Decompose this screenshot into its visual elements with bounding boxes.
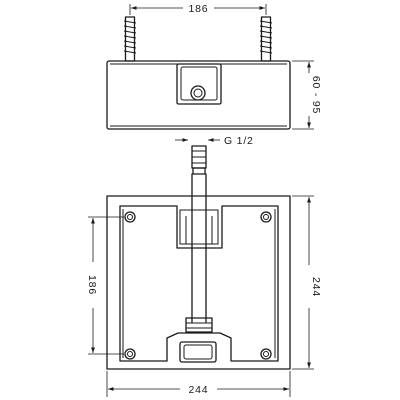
dim-label-thread: G 1/2 bbox=[224, 135, 254, 147]
housing-body bbox=[106, 60, 291, 130]
plate-inner-frame bbox=[119, 205, 279, 362]
side-view: 186 60 - 95 G 1/2 bbox=[106, 3, 322, 147]
left-threaded-anchor bbox=[123, 16, 137, 62]
supply-pipe bbox=[179, 145, 219, 323]
outlet-fitting bbox=[179, 317, 217, 363]
connection-window bbox=[176, 63, 222, 105]
dim-label-plate-height: 244 bbox=[310, 277, 322, 297]
dim-label-top-spacing: 186 bbox=[189, 3, 209, 15]
fixing-hole-bottom-right bbox=[260, 348, 272, 360]
fixing-hole-top-left bbox=[124, 211, 136, 223]
dimension-plate-height: 244 bbox=[292, 195, 322, 370]
dimension-plate-width: 244 bbox=[106, 371, 291, 397]
right-threaded-anchor bbox=[259, 16, 273, 62]
dim-label-plate-width: 244 bbox=[189, 384, 209, 396]
dim-label-height-range: 60 - 95 bbox=[310, 76, 322, 114]
dimension-height-range: 60 - 95 bbox=[292, 60, 322, 130]
thread-callout: G 1/2 bbox=[175, 135, 254, 147]
dimension-top-anchor-spacing: 186 bbox=[129, 3, 267, 15]
dimension-plate-anchor-spacing: 186 bbox=[86, 216, 124, 355]
fixing-hole-top-right bbox=[260, 211, 272, 223]
dim-label-plate-spacing: 186 bbox=[86, 275, 98, 295]
fixing-hole-bottom-left bbox=[124, 348, 136, 360]
mounting-plate bbox=[106, 195, 291, 370]
plan-view: 186 244 244 bbox=[86, 145, 322, 397]
